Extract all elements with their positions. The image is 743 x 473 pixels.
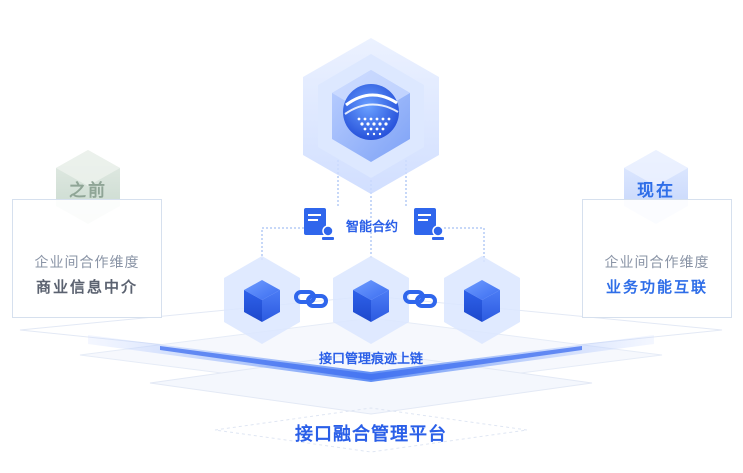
cube-node-left — [224, 256, 300, 344]
left-card-line1: 企业间合作维度 — [34, 255, 140, 271]
floor-layers — [19, 295, 723, 453]
cube-icon — [464, 280, 500, 322]
left-card: 企业间合作维度 商业信息中介 — [12, 199, 162, 318]
cube-node-right — [444, 256, 520, 344]
cube-node-center — [333, 256, 409, 344]
connector-lines — [261, 160, 485, 262]
cube-icon — [244, 280, 280, 322]
left-hexagon-label: 之前 — [69, 181, 107, 201]
platform-title: 接口融合管理平台 — [295, 424, 447, 445]
right-card-line1: 企业间合作维度 — [604, 255, 710, 271]
cube-icon — [353, 280, 389, 322]
chain-link-icon — [294, 290, 328, 308]
right-card-line2: 业务功能互联 — [605, 278, 708, 296]
chain-link-icon — [403, 290, 437, 308]
chain-trace-label: 接口管理痕迹上链 — [318, 352, 423, 367]
contract-document-icon — [414, 208, 444, 240]
platform-band — [88, 335, 654, 382]
right-card: 企业间合作维度 业务功能互联 — [582, 199, 732, 318]
globe-logo-icon — [343, 84, 399, 140]
left-card-line2: 商业信息中介 — [35, 278, 138, 296]
contract-document-icon — [304, 208, 334, 240]
smart-contract-label: 智能合约 — [345, 220, 398, 235]
right-hexagon-label: 现在 — [637, 181, 675, 201]
